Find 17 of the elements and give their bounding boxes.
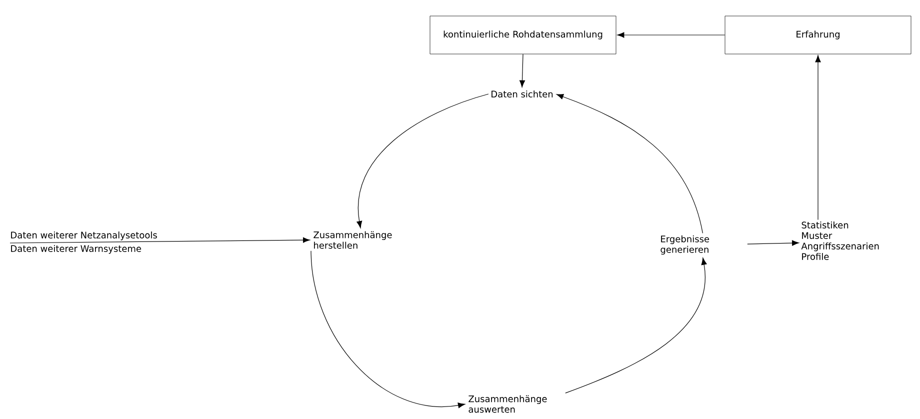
arrow <box>617 32 726 38</box>
arrow <box>10 237 310 244</box>
arrow <box>556 94 703 234</box>
result-list: Statistiken Muster Angriffsszenarien Profile <box>801 222 879 260</box>
arrow <box>310 250 466 408</box>
arrow <box>356 94 489 228</box>
arrow <box>565 258 707 394</box>
arrow <box>519 54 525 88</box>
step-label: Zusammenhänge herstellen <box>314 231 392 249</box>
input-label: Daten weiterer Netzanalysetools Daten weiterer Warnsysteme <box>11 232 157 254</box>
step-label: Zusammenhänge auswerten <box>468 395 547 413</box>
step-label: Daten sichten <box>492 90 553 98</box>
arrow <box>815 55 821 220</box>
process-box: kontinuierliche Rohdatensammlung <box>430 16 616 54</box>
step-label: Ergebnisse generieren <box>660 235 710 255</box>
arrow <box>747 240 800 246</box>
process-box: Erfahrung <box>724 16 912 54</box>
